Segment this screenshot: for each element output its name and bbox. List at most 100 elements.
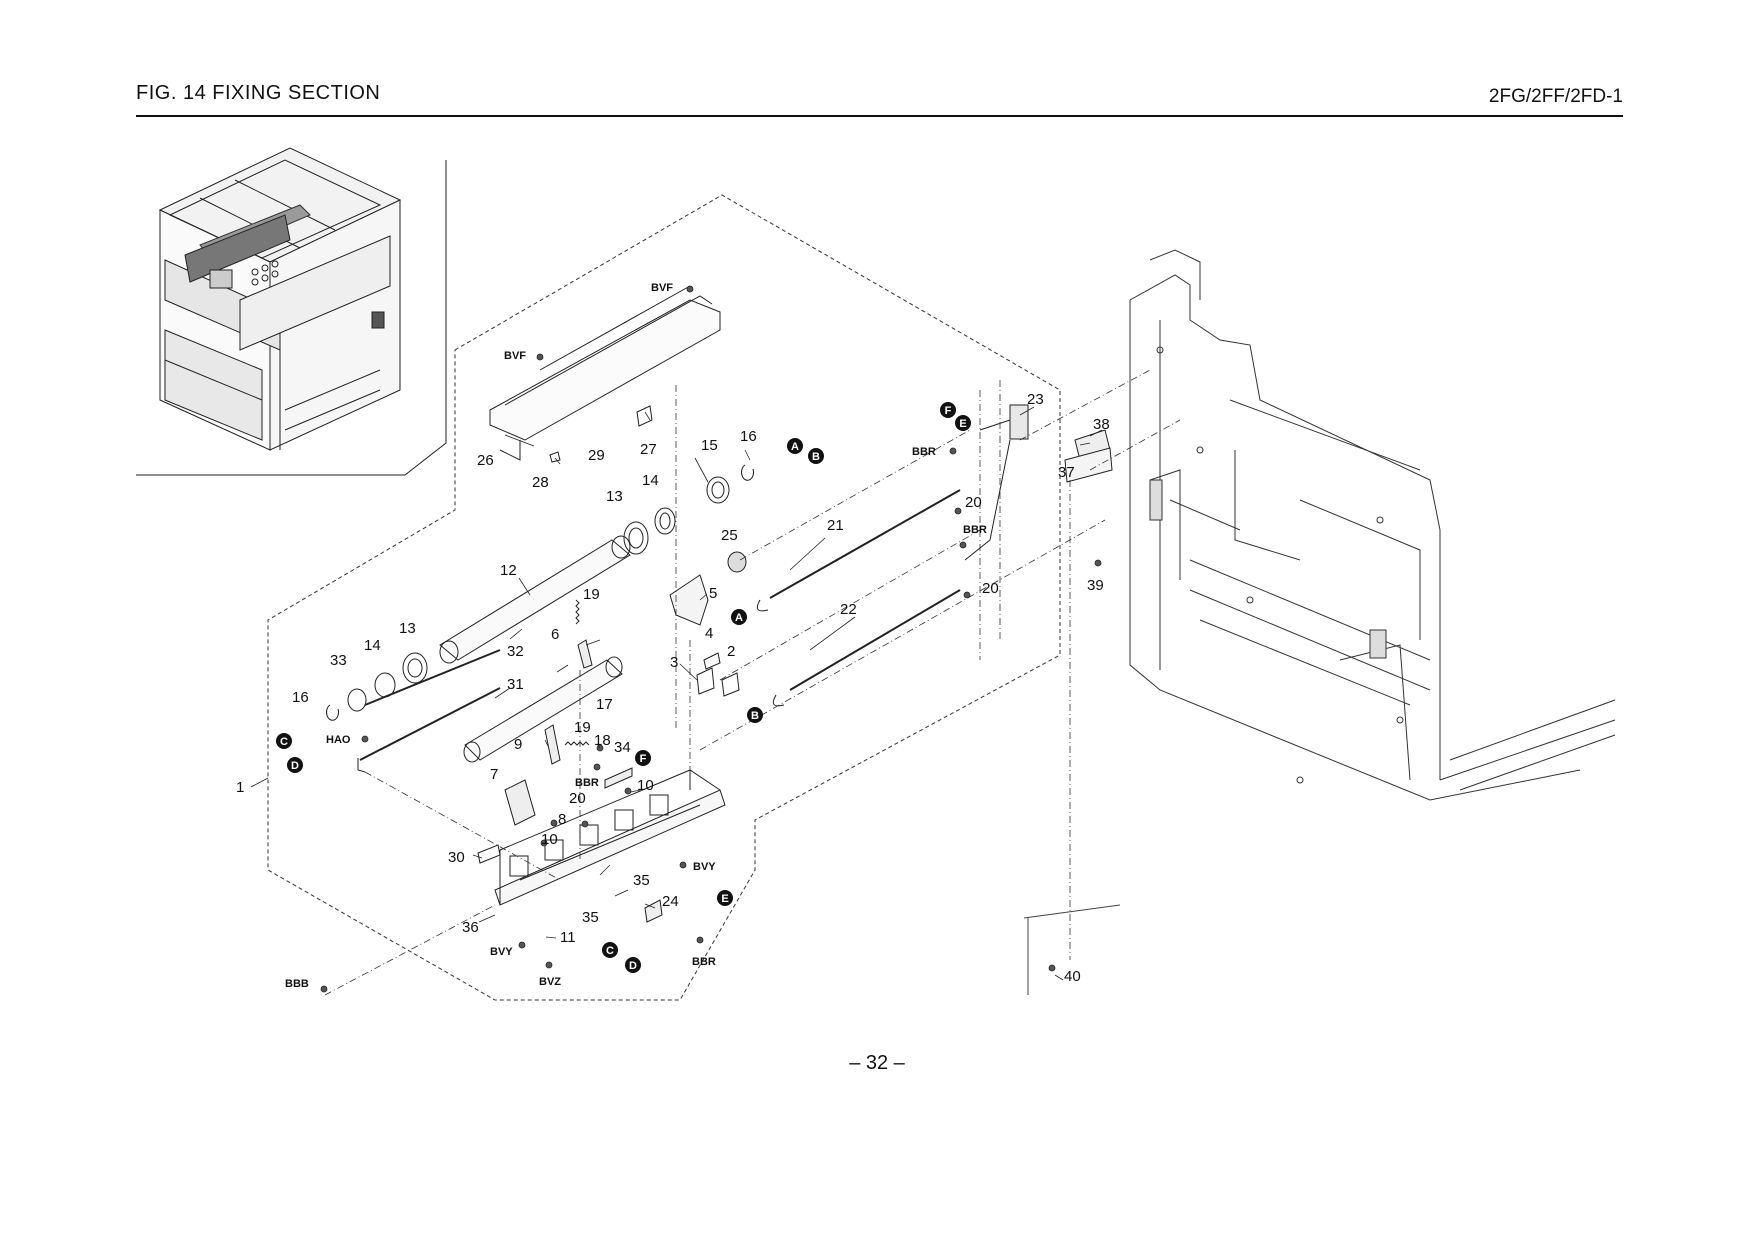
thermostat-23 <box>1009 404 1029 440</box>
bracket-37 <box>1064 447 1113 483</box>
svg-text:A: A <box>791 441 799 453</box>
heat-roller <box>439 535 631 664</box>
connector-e-bottom: E <box>717 890 733 906</box>
connector-e-right: E <box>955 415 971 431</box>
connector-a-upper: A <box>787 438 803 454</box>
callout-32: 32 <box>507 643 524 660</box>
connector-c-left: C <box>276 733 292 749</box>
svg-text:E: E <box>959 418 966 430</box>
screw-code-bbr-4: BBR <box>692 956 716 968</box>
callout-20b: 20 <box>982 580 999 597</box>
gear-24 <box>644 899 663 923</box>
callout-30: 30 <box>448 849 465 866</box>
screw-bbr-2 <box>959 541 967 549</box>
washer-20c <box>581 820 589 828</box>
fixing-parts <box>326 285 1113 923</box>
callout-28: 28 <box>532 474 549 491</box>
gear-13-lower <box>402 652 428 684</box>
callout-10a: 10 <box>637 777 654 794</box>
callout-13a: 13 <box>606 488 623 505</box>
header-divider <box>136 115 1623 117</box>
sensor-30 <box>477 844 501 864</box>
spring-19-lower <box>564 741 590 746</box>
screw-code-bbr-3: BBR <box>575 777 599 789</box>
screw-code-bvf-1: BVF <box>651 282 673 294</box>
connector-c-bottom: C <box>602 942 618 958</box>
callout-22: 22 <box>840 601 857 618</box>
screw-code-bbb: BBB <box>285 978 309 990</box>
svg-text:A: A <box>735 612 743 624</box>
callout-34: 34 <box>614 739 631 756</box>
washer-10b <box>540 839 548 847</box>
connector-d-bottom: D <box>625 957 641 973</box>
clip-16-upper <box>741 464 754 481</box>
part-27 <box>636 405 653 427</box>
bearing-14-upper <box>654 507 676 535</box>
svg-text:E: E <box>721 893 728 905</box>
callout-3: 3 <box>670 654 678 671</box>
copier-overview-inset <box>136 147 447 476</box>
screw-40 <box>1048 964 1056 972</box>
frame-corner-lines <box>1023 904 1121 995</box>
callout-8: 8 <box>558 811 566 828</box>
screw-code-bvy-2: BVY <box>490 946 513 958</box>
connector-badges: A B A B C D C D E E F F <box>276 402 971 973</box>
plate-7 <box>504 779 536 826</box>
callout-5: 5 <box>709 585 717 602</box>
screw-bbr-1 <box>949 447 957 455</box>
screw-39 <box>1094 559 1102 567</box>
connector-b-lower: B <box>747 707 763 723</box>
screw-bvy-2 <box>518 941 526 949</box>
callout-36: 36 <box>462 919 479 936</box>
bracket-2 <box>721 672 740 697</box>
callout-14a: 14 <box>642 472 659 489</box>
connector-b-upper: B <box>808 448 824 464</box>
screw-bbb <box>320 985 328 993</box>
callout-19a: 19 <box>583 586 600 603</box>
callout-7: 7 <box>490 766 498 783</box>
callout-16b: 16 <box>292 689 309 706</box>
guide-34 <box>604 767 633 789</box>
washer-20a <box>954 507 962 515</box>
callout-19b: 19 <box>574 719 591 736</box>
screw-code-labels: BVF BVF BBR BBR BBR BBR HAO BVY BVY BVZ … <box>285 282 987 990</box>
screw-bvf-2 <box>536 353 544 361</box>
callout-15: 15 <box>701 437 718 454</box>
callout-6: 6 <box>551 626 559 643</box>
screw-code-bbr-1: BBR <box>912 446 936 458</box>
bracket-4 <box>703 652 721 670</box>
screw-code-bbr-2: BBR <box>963 524 987 536</box>
lever-6 <box>577 639 593 669</box>
page-number: – 32 – <box>849 1052 905 1074</box>
svg-text:D: D <box>291 760 299 772</box>
screws <box>320 285 1102 993</box>
upper-cover <box>489 299 721 441</box>
callout-33: 33 <box>330 652 347 669</box>
lower-frame <box>494 769 726 906</box>
callout-35b: 35 <box>582 909 599 926</box>
screw-bbr-4 <box>696 936 704 944</box>
callout-11: 11 <box>560 929 576 946</box>
screw-code-bvy-1: BVY <box>693 861 716 873</box>
leader-lines <box>324 369 1181 996</box>
part-28 <box>549 451 561 463</box>
gear-25 <box>727 551 747 573</box>
callout-13b: 13 <box>399 620 416 637</box>
washer-20b <box>963 591 971 599</box>
callout-17: 17 <box>596 696 613 713</box>
screw-code-bvz: BVZ <box>539 976 561 988</box>
callout-16a: 16 <box>740 428 757 445</box>
callout-24: 24 <box>662 893 679 910</box>
callout-37: 37 <box>1058 464 1075 481</box>
connector-a-lower: A <box>731 609 747 625</box>
figure-title: FIG. 14 FIXING SECTION <box>136 82 381 104</box>
svg-text:C: C <box>280 736 288 748</box>
callout-14b: 14 <box>364 637 381 654</box>
callout-labels: 1 2 3 4 5 6 7 8 9 10 10 11 12 13 13 14 1… <box>236 391 1110 985</box>
main-frame <box>1129 249 1616 801</box>
callout-40: 40 <box>1064 968 1081 985</box>
svg-text:D: D <box>629 960 637 972</box>
svg-text:B: B <box>812 451 820 463</box>
screw-bvz <box>545 961 553 969</box>
